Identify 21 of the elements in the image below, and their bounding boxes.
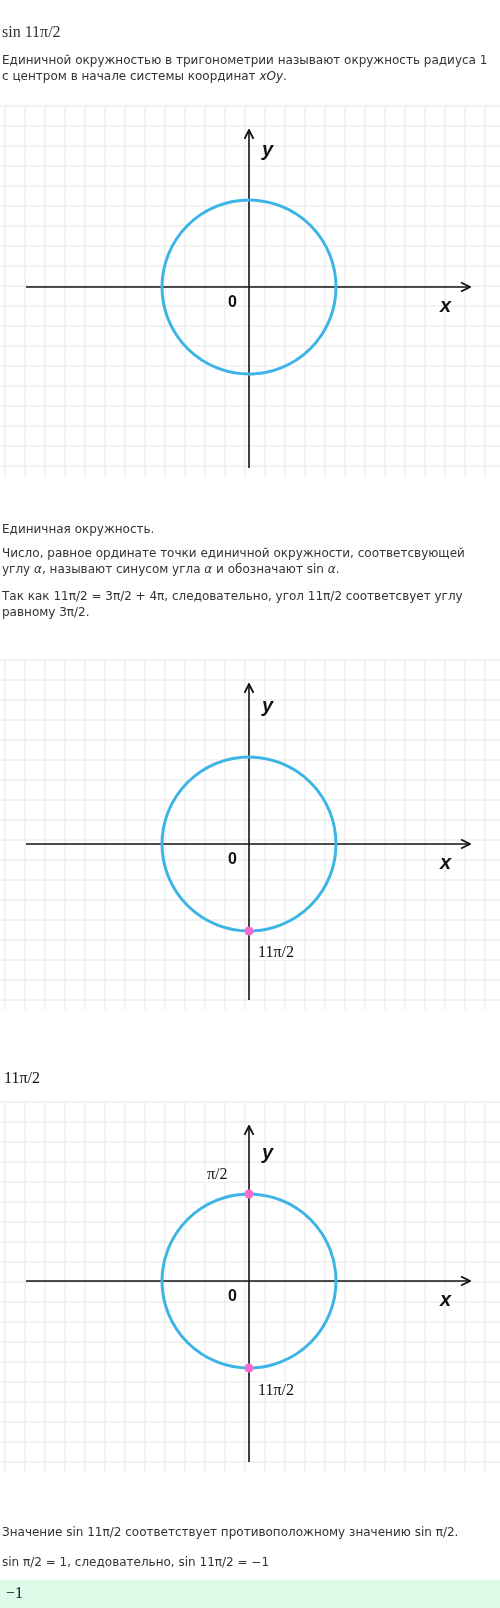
point-label: 11π/2 <box>256 1382 296 1398</box>
origin-label: 0 <box>228 1288 237 1304</box>
paragraph: Единичной окружностью в тригонометрии называют окружность радиуса 1 с центром в начале системы координат xOy. <box>2 52 489 84</box>
point-label: 11π/2 <box>256 944 296 960</box>
axis-label: x <box>440 1288 452 1310</box>
origin-label: 0 <box>228 294 237 310</box>
paragraph: Число, равное ординате точки единичной окружности, соответсвующей углу α, называют синусом угла α и обозначают sin α. <box>2 545 466 577</box>
axis-label: y <box>262 138 274 160</box>
answer-value: −1 <box>5 1585 25 1601</box>
title: sin 11π/2 <box>2 24 61 40</box>
paragraph: Значение sin 11π/2 соответствует противоположному значению sin π/2. <box>2 1524 460 1540</box>
paragraph: sin π/2 = 1, следовательно, sin 11π/2 = −1 <box>2 1554 271 1570</box>
point-label: π/2 <box>205 1166 230 1182</box>
axis-label: x <box>440 851 452 873</box>
axis-label: y <box>262 1141 274 1163</box>
figure-caption: Единичная окружность. <box>2 521 156 537</box>
origin-label: 0 <box>228 851 237 867</box>
angle-label: 11π/2 <box>2 1070 42 1086</box>
axis-label: x <box>440 294 452 316</box>
axis-label: y <box>262 694 274 716</box>
paragraph: Так как 11π/2 = 3π/2 + 4π, следовательно, угол 11π/2 соответсвует углу равному 3π/2. <box>2 588 464 620</box>
